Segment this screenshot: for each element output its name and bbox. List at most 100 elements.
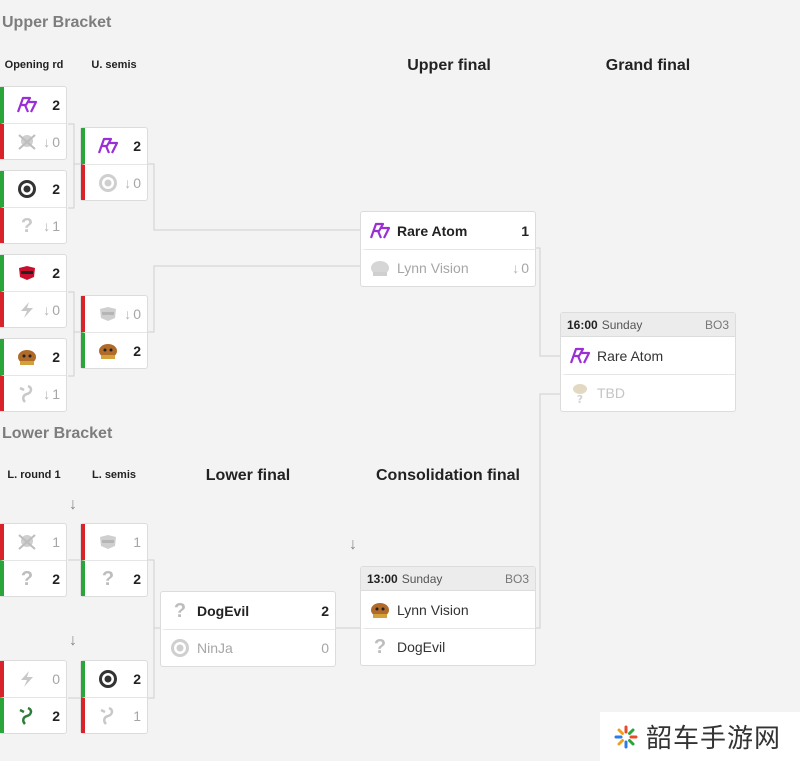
team-row[interactable]: 2 bbox=[0, 87, 66, 123]
team-row[interactable]: 2 bbox=[0, 255, 66, 291]
score: 1 bbox=[521, 222, 529, 239]
team-name: Rare Atom bbox=[397, 222, 468, 239]
score: ↓0 bbox=[124, 174, 141, 191]
rare-atom-logo-icon bbox=[569, 345, 591, 367]
team-row[interactable]: ↓0 bbox=[81, 164, 147, 200]
team-row[interactable]: ? DogEvil 2 bbox=[161, 592, 335, 629]
tyloo-logo-icon bbox=[97, 531, 119, 553]
unknown-team-icon: ? bbox=[20, 567, 34, 590]
match-format: BO3 bbox=[504, 571, 529, 586]
team-row[interactable]: Rare Atom 1 bbox=[361, 212, 535, 249]
match-day: Sunday bbox=[401, 571, 443, 586]
score: 2 bbox=[52, 349, 60, 365]
tyloo-logo-icon bbox=[97, 303, 119, 325]
ninja-team-logo-icon bbox=[97, 172, 119, 194]
score: 1 bbox=[133, 534, 141, 550]
round-consolidation-title: Consolidation final bbox=[376, 467, 520, 484]
match-card-upper-final[interactable]: Rare Atom 1 Lynn Vision ↓0 bbox=[361, 212, 535, 286]
round-upper-final-title: Upper final bbox=[407, 57, 491, 74]
rare-atom-logo-icon bbox=[16, 94, 38, 116]
match-card-opening-3[interactable]: 2 ↓0 bbox=[0, 255, 66, 327]
lynn-vision-logo-icon bbox=[97, 340, 119, 362]
team-row[interactable]: NinJa 0 bbox=[161, 629, 335, 666]
team-name: Lynn Vision bbox=[397, 260, 469, 276]
lynn-vision-logo-icon bbox=[16, 346, 38, 368]
match-day: Sunday bbox=[601, 317, 643, 332]
score: ↓0 bbox=[124, 306, 141, 322]
dragon-team-logo-icon bbox=[16, 383, 38, 405]
lightning-team-logo-icon bbox=[16, 299, 38, 321]
score: 2 bbox=[133, 671, 141, 687]
team-name: TBD bbox=[597, 385, 625, 401]
team-name: DogEvil bbox=[197, 602, 250, 619]
team-row[interactable]: ? DogEvil bbox=[361, 628, 535, 665]
score: 2 bbox=[52, 570, 60, 587]
lynn-vision-logo-icon bbox=[369, 257, 391, 279]
team-row[interactable]: 2 bbox=[81, 332, 147, 368]
score: ↓0 bbox=[512, 260, 529, 276]
round-opening-title: Opening rd bbox=[4, 59, 64, 71]
match-time: 16:00 bbox=[567, 317, 598, 332]
team-row[interactable]: 1 bbox=[81, 697, 147, 733]
score: 0 bbox=[321, 640, 329, 656]
team-row[interactable]: ? ↓1 bbox=[0, 207, 66, 243]
watermark-text: 韶车手游网 bbox=[646, 723, 782, 753]
drop-down-arrow-icon: ↓ bbox=[69, 632, 77, 649]
team-row[interactable]: 2 bbox=[81, 661, 147, 697]
round-lower-final-title: Lower final bbox=[205, 467, 291, 484]
match-card-opening-1[interactable]: 2 ↓0 bbox=[0, 87, 66, 159]
match-card-lower-round1-1[interactable]: 1 ? 2 bbox=[0, 524, 66, 596]
match-card-opening-4[interactable]: 2 ↓1 bbox=[0, 339, 66, 411]
round-lower-semis-title: L. semis bbox=[91, 469, 137, 481]
team-row[interactable]: 0 bbox=[0, 661, 66, 697]
ninja-team-logo-icon bbox=[169, 637, 191, 659]
match-header: 13:00 Sunday BO3 bbox=[361, 567, 535, 591]
team-row[interactable]: ↓1 bbox=[0, 375, 66, 411]
rare-atom-logo-icon bbox=[369, 220, 391, 242]
drop-down-arrow-icon: ↓ bbox=[69, 496, 77, 513]
score: 0 bbox=[52, 671, 60, 687]
unknown-team-icon: ? bbox=[101, 567, 115, 590]
lower-bracket-title: Lower Bracket bbox=[2, 425, 113, 442]
team-row[interactable]: ↓0 bbox=[0, 291, 66, 327]
team-row[interactable]: 1 bbox=[0, 524, 66, 560]
score: 2 bbox=[52, 181, 60, 197]
match-time: 13:00 bbox=[367, 571, 398, 586]
site-watermark: 韶车手游网 bbox=[600, 712, 800, 761]
match-card-consolidation-final[interactable]: 13:00 Sunday BO3 Lynn Vision ? DogEvil bbox=[361, 567, 535, 665]
team-row[interactable]: ? TBD bbox=[561, 374, 735, 411]
team-row[interactable]: 2 bbox=[81, 128, 147, 164]
team-row[interactable]: 2 bbox=[0, 339, 66, 375]
unknown-team-icon: ? bbox=[20, 214, 34, 237]
score: ↓0 bbox=[43, 301, 60, 318]
match-card-lower-semis-1[interactable]: 1 ? 2 bbox=[81, 524, 147, 596]
score: ↓1 bbox=[43, 217, 60, 234]
score: 2 bbox=[133, 138, 141, 154]
match-card-lower-round1-2[interactable]: 0 2 bbox=[0, 661, 66, 733]
score: 2 bbox=[133, 342, 141, 359]
score: 2 bbox=[133, 570, 141, 587]
team-row[interactable]: 2 bbox=[0, 171, 66, 207]
team-name: Lynn Vision bbox=[397, 601, 469, 618]
team-row[interactable]: Lynn Vision bbox=[361, 591, 535, 628]
upper-bracket-title: Upper Bracket bbox=[2, 14, 112, 31]
match-card-opening-2[interactable]: 2 ? ↓1 bbox=[0, 171, 66, 243]
team-name: NinJa bbox=[197, 640, 233, 656]
match-card-upper-semis-1[interactable]: 2 ↓0 bbox=[81, 128, 147, 200]
score: 1 bbox=[133, 707, 141, 724]
match-card-upper-semis-2[interactable]: ↓0 2 bbox=[81, 296, 147, 368]
team-row[interactable]: 1 bbox=[81, 524, 147, 560]
match-card-lower-final[interactable]: ? DogEvil 2 NinJa 0 bbox=[161, 592, 335, 666]
team-row[interactable]: ↓0 bbox=[81, 296, 147, 332]
team-row[interactable]: ↓0 bbox=[0, 123, 66, 159]
team-row[interactable]: 2 bbox=[0, 697, 66, 733]
unknown-team-icon: ? bbox=[173, 599, 187, 622]
team-row[interactable]: Rare Atom bbox=[561, 337, 735, 374]
team-row[interactable]: Lynn Vision ↓0 bbox=[361, 249, 535, 286]
team-row[interactable]: ? 2 bbox=[0, 560, 66, 596]
match-card-lower-semis-2[interactable]: 2 1 bbox=[81, 661, 147, 733]
team-row[interactable]: ? 2 bbox=[81, 560, 147, 596]
score: 2 bbox=[52, 97, 60, 113]
watermark-logo-icon bbox=[614, 725, 638, 748]
match-card-grand-final[interactable]: 16:00 Sunday BO3 Rare Atom ? TBD bbox=[561, 313, 735, 411]
